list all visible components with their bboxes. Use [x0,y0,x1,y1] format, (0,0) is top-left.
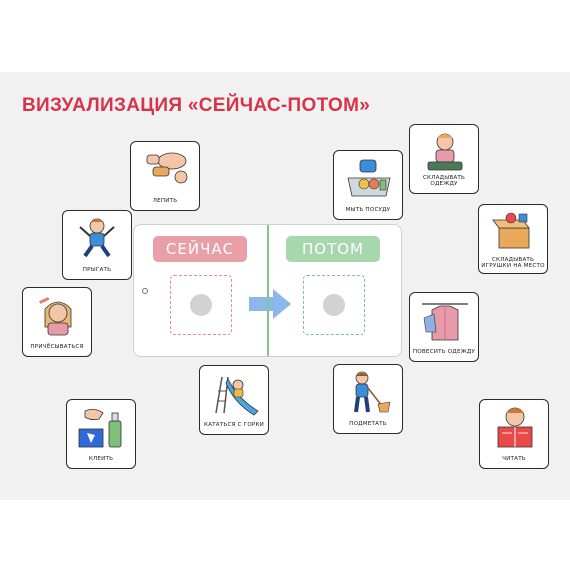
card-caption: СКЛАДЫВАТЬ ОДЕЖДУ [422,174,466,188]
card-caption: ПОДМЕТАТЬ [349,421,387,428]
board-hole [142,288,148,294]
toy-box-icon [492,212,530,249]
card-skladyvat-igrushki[interactable]: СКЛАДЫВАТЬ ИГРУШКИ НА МЕСТО [478,204,548,274]
reading-icon [497,407,533,448]
then-slot[interactable] [303,275,365,335]
sculpting-icon [146,152,188,184]
jumping-boy-icon [79,218,115,258]
card-myt-posudu[interactable]: МЫТЬ ПОСУДУ [333,150,403,220]
slot-dot [323,294,345,316]
now-label: СЕЙЧАС [153,236,247,262]
card-povesit-odezhdu[interactable]: ПОВЕСИТЬ ОДЕЖДУ [409,292,479,362]
dishwashing-icon [347,159,391,197]
sweeping-icon [354,371,391,413]
now-then-board: СЕЙЧАС ПОТОМ [133,224,402,357]
card-caption: ЧИТАТЬ [502,456,526,463]
card-caption: ПОВЕСИТЬ ОДЕЖДУ [412,349,476,356]
arrow-right-icon [249,289,291,319]
card-caption: КЛЕИТЬ [88,456,114,463]
slot-dot [190,294,212,316]
card-lepit[interactable]: ЛЕПИТЬ [130,141,200,211]
card-prichesyvatsya[interactable]: ПРИЧЁСЫВАТЬСЯ [22,287,92,357]
glue-icon [78,409,122,448]
now-slot[interactable] [170,275,232,335]
then-label: ПОТОМ [286,236,380,262]
card-caption: МЫТЬ ПОСУДУ [345,207,391,214]
card-skladyvat-odezhdu[interactable]: СКЛАДЫВАТЬ ОДЕЖДУ [409,124,479,194]
folding-clothes-icon [427,133,463,171]
card-caption: ПРИЧЁСЫВАТЬСЯ [30,344,84,351]
hanging-clothes-icon [422,303,468,341]
board-divider [267,225,269,356]
slide-icon [215,376,259,416]
card-podmetat[interactable]: ПОДМЕТАТЬ [333,364,403,434]
card-prygat[interactable]: ПРЫГАТЬ [62,210,132,280]
page-title: ВИЗУАЛИЗАЦИЯ «СЕЙЧАС-ПОТОМ» [22,95,371,116]
card-chitat[interactable]: ЧИТАТЬ [479,399,549,469]
card-caption: ПРЫГАТЬ [82,267,112,274]
card-caption: ЛЕПИТЬ [152,198,178,205]
combing-hair-icon [39,296,72,336]
card-caption: СКЛАДЫВАТЬ ИГРУШКИ НА МЕСТО [481,256,545,270]
card-caption: КАТАТЬСЯ С ГОРКИ [203,422,265,429]
card-kleit[interactable]: КЛЕИТЬ [66,399,136,469]
card-katatsya[interactable]: КАТАТЬСЯ С ГОРКИ [199,365,269,435]
